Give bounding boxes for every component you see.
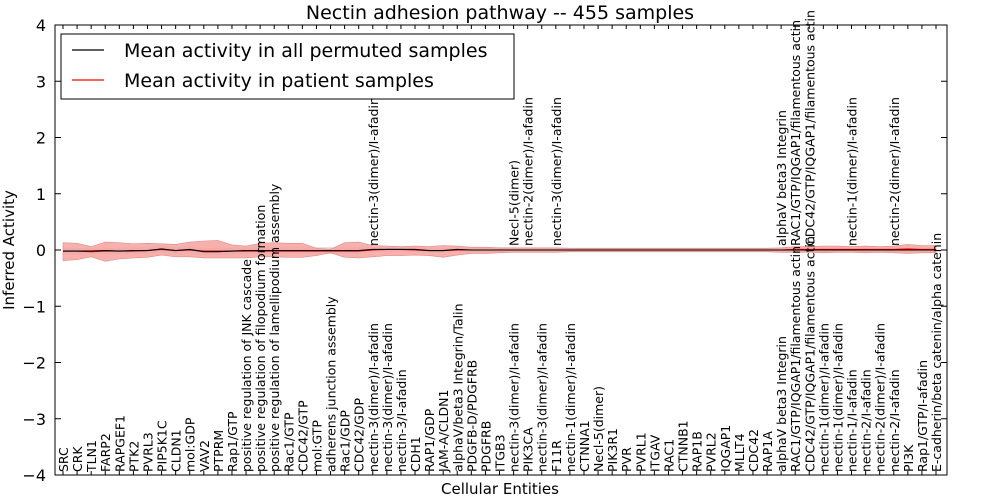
legend-label-permuted: Mean activity in all permuted samples [124, 40, 487, 62]
x-tick-label: MLLT4 [732, 433, 747, 472]
top-label: RAC1/GTP/IQGAP1/filamentous actin [788, 20, 803, 246]
x-tick-label: nectin-3(dimer)/I-afadin [535, 323, 550, 472]
y-axis-label: Inferred Activity [0, 190, 18, 310]
x-tick-label: nectin-3(dimer)/I-afadin [366, 323, 381, 472]
x-tick-label: mol:GDP [183, 417, 198, 472]
x-tick-label: RAC1/GTP/IQGAP1/filamentous actin [788, 246, 803, 472]
lines-layer [63, 248, 936, 253]
top-label: alphaV beta3 Integrin [774, 110, 789, 246]
x-tick-label: nectin-3(dimer)/I-afadin [380, 323, 395, 472]
patient-band [62, 240, 937, 262]
x-tick-label: ITGB3 [493, 434, 508, 472]
x-tick-label: CDC42/GTP [295, 400, 310, 472]
x-tick-label: PIP5K1C [155, 420, 170, 472]
x-tick-label: Necl-5(dimer) [591, 386, 606, 472]
x-tick-label: nectin-1(dimer)/I-afadin [830, 323, 845, 472]
top-label: CDC42/GTP/IQGAP1/filamentous actin [802, 10, 817, 246]
x-tick-label: Rap1/GTP/I-afadin [915, 360, 930, 472]
x-tick-label: PVRL3 [140, 432, 155, 472]
x-tick-label: Rac1/GDP [338, 410, 353, 472]
x-tick-label: PTK2 [126, 441, 141, 472]
top-label: nectin-3(dimer)/I-afadin [549, 97, 564, 246]
top-label: nectin-1(dimer)/I-afadin [845, 97, 860, 246]
top-label: nectin-2(dimer)/I-afadin [521, 97, 536, 246]
x-tick-label: CTNNA1 [577, 420, 592, 472]
x-axis-label: Cellular Entities [441, 480, 559, 498]
x-tick-label: ITGAV [647, 434, 662, 472]
legend-box [60, 33, 515, 100]
top-label: nectin-2(dimer)/I-afadin [887, 97, 902, 246]
x-tick-label: SRC [56, 447, 71, 472]
x-tick-label: E-cadherin/beta catenin/alpha catenin [929, 233, 944, 472]
x-tick-label: PVRL2 [704, 432, 719, 472]
x-tick-label: nectin-1/I-afadin [845, 369, 860, 472]
x-tick-label: F11R [549, 440, 564, 472]
top-label: nectin-3(dimer)/I-afadin [366, 97, 381, 246]
x-tick-label: IQGAP1 [718, 425, 733, 472]
x-tick-label: PDGFB-D/PDGFRB [464, 360, 479, 472]
x-tick-label: PVRL1 [633, 432, 648, 472]
x-tick-label: PDGFRB [478, 421, 493, 472]
x-tick-label: PIK3R1 [605, 428, 620, 472]
x-tick-label: CDC42/GTP/IQGAP1/filamentous actin [802, 236, 817, 472]
permuted-mean-line [63, 248, 936, 253]
x-tick-label: RAP1/GDP [422, 408, 437, 472]
x-tick-label: RAC1 [661, 439, 676, 472]
x-tick-label: nectin-3(dimer)/I-afadin [507, 323, 522, 472]
x-tick-label: alphaV/beta3 Integrin/Talin [450, 304, 465, 473]
y-tick-label: 3 [36, 72, 46, 91]
y-tick-label: −4 [22, 466, 46, 485]
x-tick-label: CDH1 [408, 436, 423, 472]
x-tick-label: PI3K [901, 444, 916, 472]
x-tick-label: positive regulation of lamellipodium ass… [267, 183, 282, 472]
y-tick-label: 1 [36, 185, 46, 204]
x-tick-label: adherens junction assembly [324, 296, 339, 472]
x-tick-label: CDC42 [746, 429, 761, 472]
x-tick-label: PTPRM [211, 430, 226, 472]
x-tick-label: FARP2 [98, 433, 113, 472]
x-tick-label: nectin-2/I-afadin [887, 369, 902, 472]
x-tick-label: CDC42/GDP [352, 397, 367, 472]
plot-frame [54, 24, 948, 476]
x-tick-label: PVR [619, 447, 634, 472]
x-tick-label: RAP1B [690, 431, 705, 472]
chart-title: Nectin adhesion pathway -- 455 samples [306, 2, 694, 24]
y-tick-label: −3 [22, 410, 46, 429]
x-tick-label: mol:GTP [309, 420, 324, 472]
x-tick-label: alphaV beta3 Integrin [774, 336, 789, 472]
x-tick-label: nectin-3/I-afadin [394, 369, 409, 472]
x-tick-label: nectin-2/I-afadin [859, 369, 874, 472]
x-tick-label: CTNNB1 [676, 420, 691, 472]
x-tick-label: CRK [70, 446, 85, 472]
y-tick-label: 2 [36, 129, 46, 148]
x-tick-label: PIK3CA [521, 427, 536, 472]
x-tick-label: nectin-1(dimer)/I-afadin [816, 323, 831, 472]
x-tick-label: positive regulation of JNK cascade [239, 259, 254, 472]
y-tick-label: −2 [22, 354, 46, 373]
x-tick-label: CLDN1 [169, 429, 184, 472]
x-tick-label: positive regulation of filopodium format… [253, 205, 268, 472]
legend-label-patient: Mean activity in patient samples [124, 70, 434, 92]
x-tick-label: Rap1/GTP [225, 411, 240, 472]
top-label: Necl-5(dimer) [507, 160, 522, 246]
y-tick-label: 4 [36, 16, 46, 35]
x-tick-label: Rac1/GTP [281, 412, 296, 472]
x-tick-label: nectin-1(dimer)/I-afadin [563, 323, 578, 472]
x-tick-label: nectin-2(dimer)/I-afadin [873, 323, 888, 472]
x-tick-label: TLN1 [84, 440, 99, 473]
x-tick-label: RAP1A [760, 431, 775, 472]
y-tick-label: 0 [36, 241, 46, 260]
legend: Mean activity in all permuted samples Me… [60, 33, 515, 100]
x-tick-label: VAV2 [197, 440, 212, 472]
y-tick-label: −1 [22, 297, 46, 316]
x-tick-label: RAPGEF1 [112, 415, 127, 472]
x-tick-label: JAM-A/CLDN1 [436, 390, 451, 473]
